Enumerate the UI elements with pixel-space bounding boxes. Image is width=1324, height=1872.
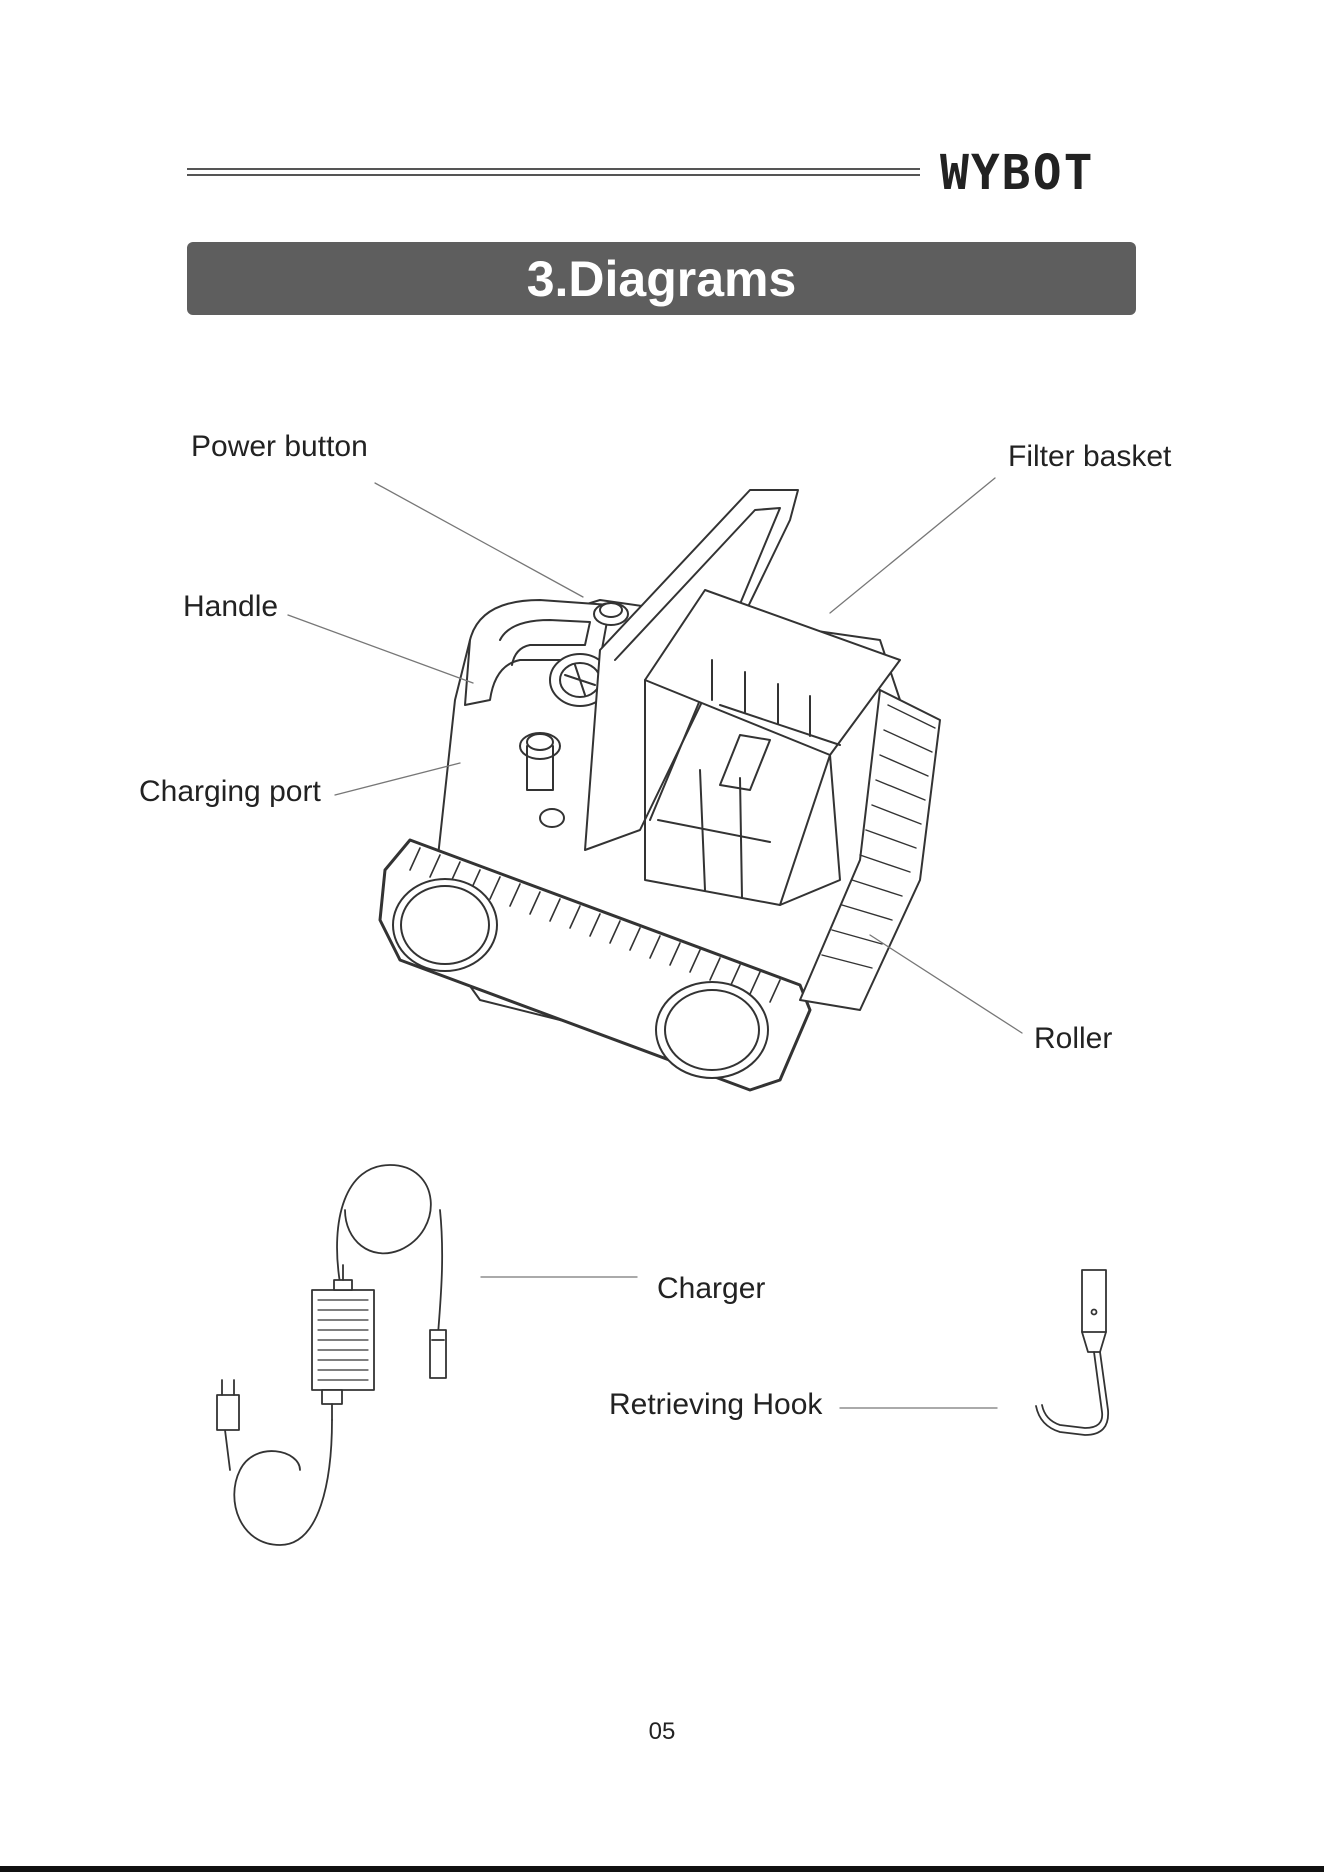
retrieving-hook-drawing (1036, 1270, 1108, 1435)
pool-robot-drawing (380, 490, 940, 1090)
page-number: 05 (0, 1718, 1324, 1746)
label-filter-basket: Filter basket (1008, 440, 1171, 474)
label-power-button: Power button (191, 430, 368, 464)
footer-bar (0, 1866, 1324, 1872)
label-handle: Handle (183, 590, 278, 624)
label-retrieving-hook: Retrieving Hook (609, 1388, 822, 1422)
label-roller: Roller (1034, 1022, 1112, 1056)
label-charger: Charger (657, 1272, 765, 1306)
charger-drawing (217, 1165, 446, 1545)
label-charging-port: Charging port (139, 775, 321, 809)
